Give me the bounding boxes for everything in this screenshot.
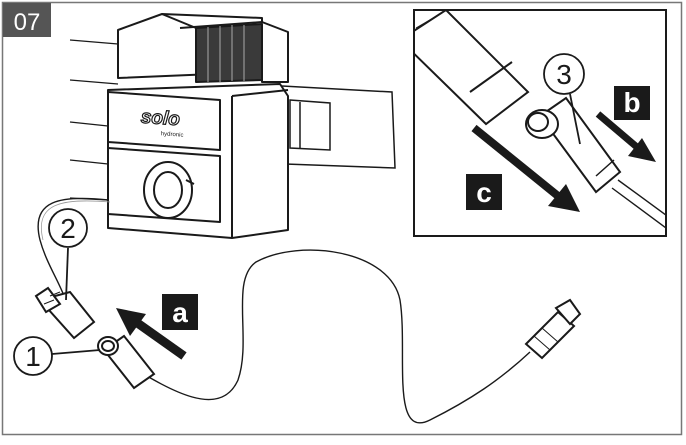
step-number: 07 [14,9,41,36]
detail-inset: c b 3 [413,9,667,237]
brand-logo: solo hydronic [140,106,184,139]
sensor-cable [37,197,531,424]
inset-connector-part-3 [525,96,622,194]
callout-part-2: 2 [48,208,88,301]
cable-end-connector [524,298,582,360]
mounting-rail [281,85,396,169]
callout-label-2: 2 [60,213,76,244]
arrow-a: a [116,294,198,360]
arrow-b: b [595,86,656,162]
callout-label-1: 1 [25,341,41,372]
arrow-label-b: b [623,87,640,118]
callout-part-3: 3 [543,53,585,145]
brand-logo-text: solo [140,107,180,131]
step-number-badge: 07 [3,3,51,37]
arrow-label-c: c [476,177,492,208]
connector-part-1 [97,334,156,390]
connector-part-2 [34,286,96,340]
callout-part-1: 1 [13,336,101,376]
arrow-label-a: a [172,297,188,328]
arrow-c: c [466,124,580,212]
callout-label-3: 3 [556,59,572,90]
brand-subtext: hydronic [161,131,184,139]
control-unit [107,13,289,239]
